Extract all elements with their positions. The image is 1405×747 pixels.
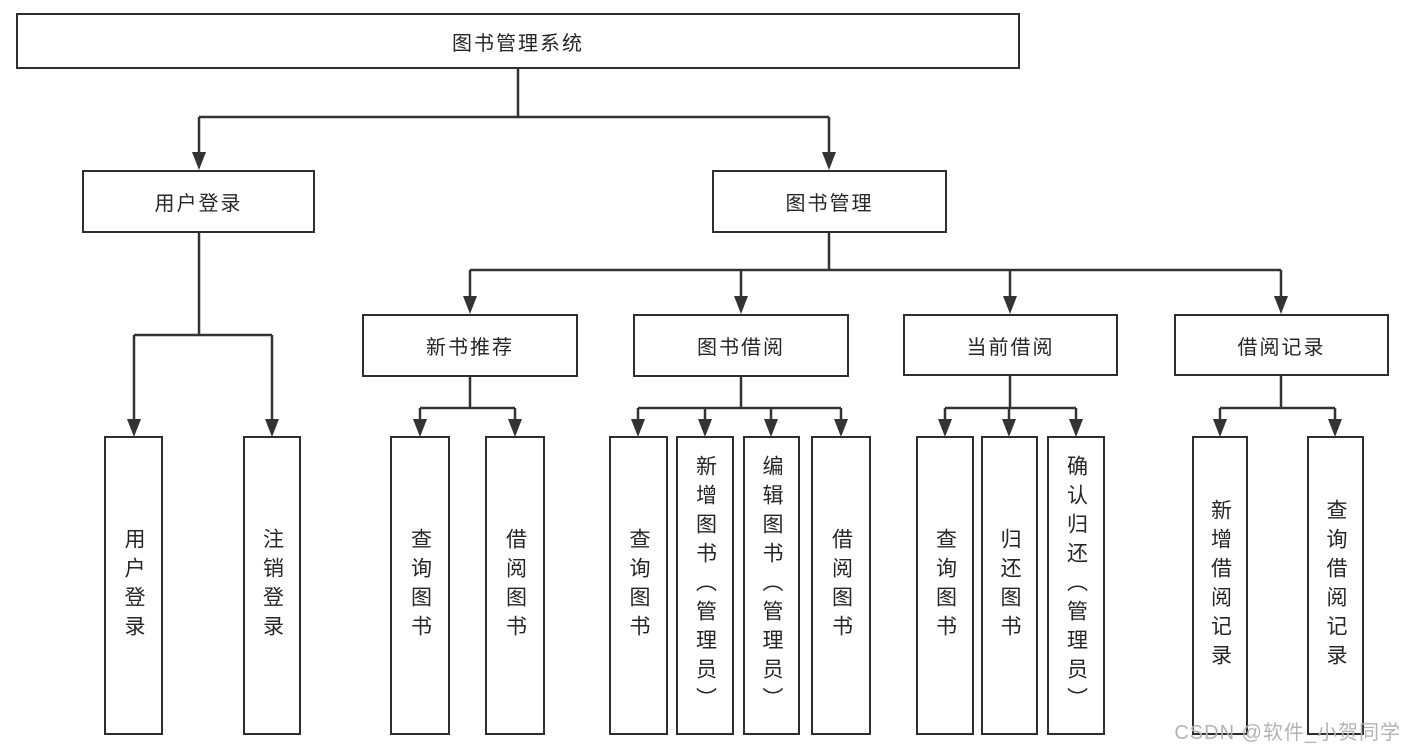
node-user-login: 用户登录 bbox=[82, 170, 315, 233]
node-root-system: 图书管理系统 bbox=[16, 13, 1020, 69]
leaf-query-book-2: 查询图书 bbox=[609, 436, 668, 735]
node-current-borrow: 当前借阅 bbox=[903, 314, 1118, 376]
leaf-return-book: 归还图书 bbox=[981, 436, 1038, 735]
node-book-borrow: 图书借阅 bbox=[633, 314, 849, 377]
node-borrow-records: 借阅记录 bbox=[1174, 314, 1389, 376]
leaf-confirm-return-admin: 确认归还（管理员） bbox=[1047, 436, 1105, 735]
leaf-query-book-3: 查询图书 bbox=[916, 436, 974, 735]
leaf-user-login: 用户登录 bbox=[104, 436, 163, 735]
leaf-add-book-admin: 新增图书（管理员） bbox=[676, 436, 734, 735]
leaf-edit-book-admin: 编辑图书（管理员） bbox=[743, 436, 800, 735]
leaf-query-book-1: 查询图书 bbox=[390, 436, 450, 735]
leaf-borrow-book-1: 借阅图书 bbox=[485, 436, 545, 735]
leaf-logout: 注销登录 bbox=[243, 436, 301, 735]
leaf-query-borrow-record: 查询借阅记录 bbox=[1307, 436, 1364, 735]
node-new-book-recommend: 新书推荐 bbox=[362, 314, 578, 377]
leaf-borrow-book-2: 借阅图书 bbox=[811, 436, 871, 735]
node-book-management: 图书管理 bbox=[712, 170, 947, 233]
csdn-watermark: CSDN @软件_小贺同学 bbox=[1174, 722, 1401, 744]
leaf-add-borrow-record: 新增借阅记录 bbox=[1192, 436, 1248, 735]
